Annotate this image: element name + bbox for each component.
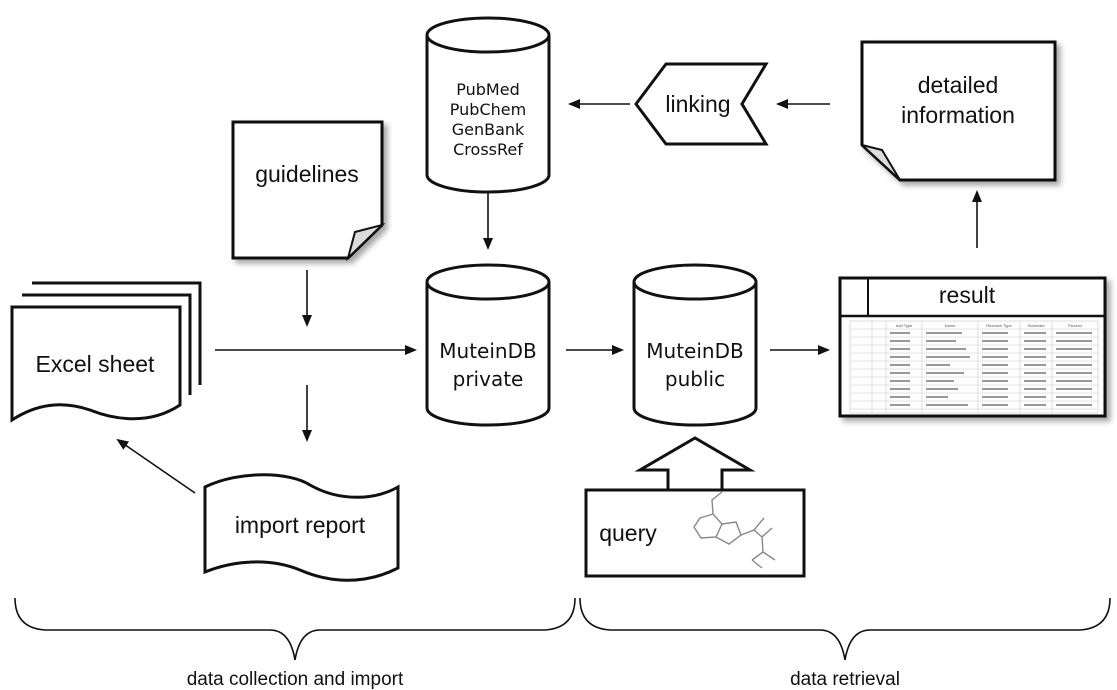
detailed-information-line1: detailed	[918, 72, 999, 98]
linking-label: linking	[665, 91, 730, 117]
result-label: result	[939, 282, 996, 308]
result-table: result Add Type Name Reaction Type Subst…	[838, 276, 1107, 418]
external-databases-cylinder: PubMed PubChem GenBank CrossRef	[425, 16, 551, 194]
muteindb-public-line2: public	[665, 367, 725, 391]
query-label: query	[599, 520, 657, 546]
result-header-add-type: Add Type	[896, 323, 914, 328]
result-header-product: Product	[1068, 323, 1083, 328]
result-header-reaction-type: Reaction Type	[986, 323, 1012, 328]
muteindb-public-cylinder: MuteinDB public	[632, 263, 758, 427]
result-header-name: Name	[945, 323, 956, 328]
result-table-rows	[890, 332, 1092, 406]
muteindb-private-line2: private	[453, 367, 524, 391]
detailed-information-line2: information	[901, 102, 1015, 128]
data-retrieval-label: data retrieval	[790, 669, 900, 690]
query-block-arrow	[634, 436, 756, 490]
result-header-substrate: Substrate	[1027, 323, 1045, 328]
db-label-crossref: CrossRef	[453, 140, 523, 159]
muteindb-private-cylinder: MuteinDB private	[425, 263, 551, 427]
import-report-tape: import report	[203, 473, 400, 582]
muteindb-public-line1: MuteinDB	[646, 339, 743, 363]
import-report-label: import report	[235, 512, 366, 538]
excel-sheet-label: Excel sheet	[36, 351, 156, 377]
guidelines-document: guidelines	[231, 120, 386, 262]
connectors	[116, 99, 982, 494]
db-label-genbank: GenBank	[452, 120, 525, 139]
db-label-pubmed: PubMed	[456, 80, 519, 99]
guidelines-label: guidelines	[255, 161, 359, 187]
linking-chevron: linking	[634, 62, 769, 146]
muteindb-private-line1: MuteinDB	[439, 339, 536, 363]
query-block: query	[584, 436, 806, 578]
detailed-information-document: detailed information	[860, 40, 1057, 182]
right-curly-brace	[579, 597, 1111, 661]
molecule-structure-icon	[693, 491, 776, 569]
excel-sheet-document-stack: Excel sheet	[10, 281, 202, 423]
result-table-grid: Add Type Name Reaction Type Substrate Pr…	[849, 320, 1099, 414]
left-curly-brace	[14, 597, 576, 661]
db-label-pubchem: PubChem	[450, 100, 526, 119]
arrow-report-to-excel	[116, 438, 196, 494]
data-collection-label: data collection and import	[187, 669, 404, 690]
